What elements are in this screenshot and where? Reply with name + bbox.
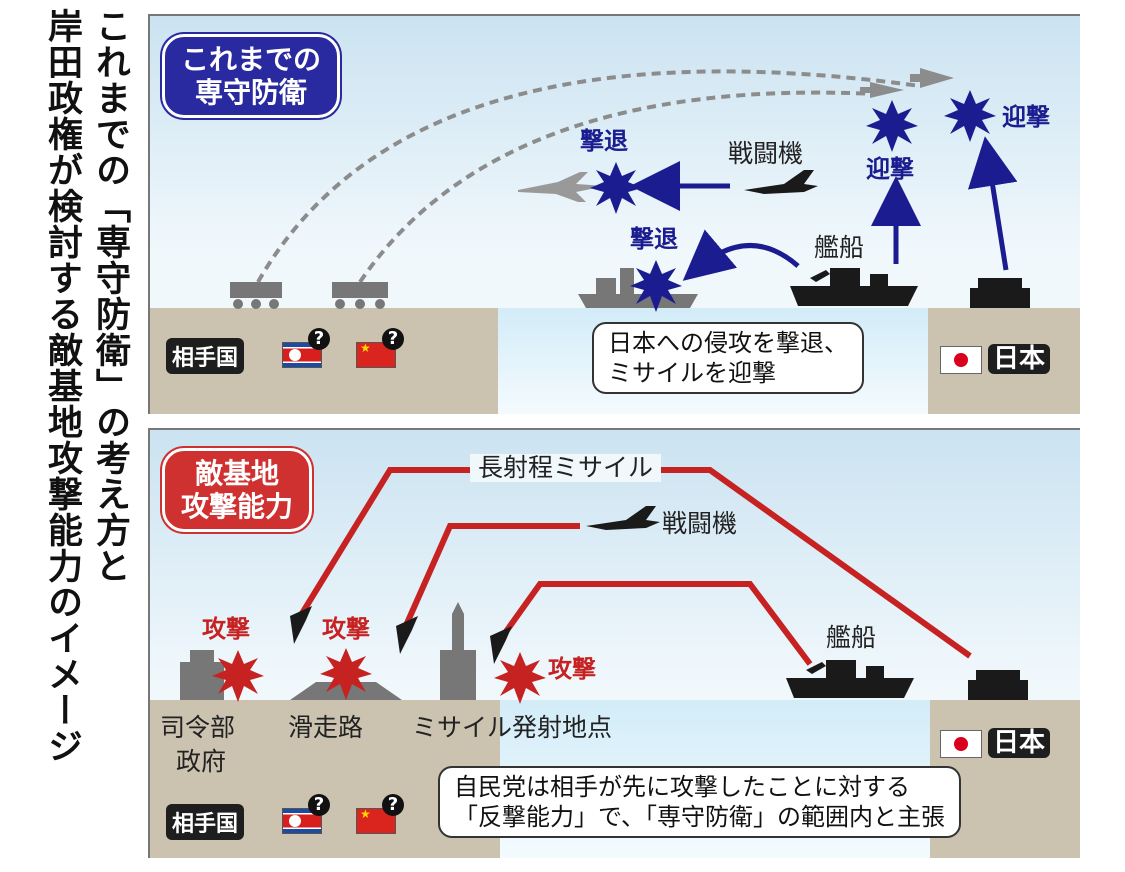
- china-flag-icon: [356, 807, 396, 834]
- warship-icon: [786, 660, 914, 698]
- hq-building-icon: [180, 650, 224, 700]
- repel-arrow: [682, 229, 800, 281]
- label-attack-runway: 攻撃: [322, 615, 370, 643]
- callout-line-1: 自民党は相手が先に攻撃したことに対する: [454, 773, 910, 801]
- label-repel-sea: 撃退: [630, 225, 678, 253]
- callout-repel-intercept: 日本への侵攻を撃退、 ミサイルを迎撃: [592, 322, 864, 394]
- exclusive-defense-panel: これまでの 専守防衛 撃退 戦闘機 迎撃 迎撃 撃退 艦船 相手国 ? ? 日本…: [148, 14, 1080, 414]
- callout-line-1: 日本への侵攻を撃退、: [608, 329, 848, 357]
- top-scene-illustration: [230, 68, 1030, 312]
- label-repel-air: 撃退: [580, 127, 628, 155]
- exclusive-defense-heading: これまでの 専守防衛: [162, 34, 341, 119]
- fighter-jet-icon: [586, 506, 660, 530]
- label-attack-hq: 攻撃: [202, 615, 250, 643]
- missile-icon: [860, 82, 904, 98]
- label-fighter: 戦闘機: [662, 509, 738, 538]
- warship-icon: [790, 268, 918, 306]
- explosion-icon: [630, 260, 682, 312]
- japan-tag-label: 日本: [988, 728, 1051, 758]
- land-defense-icon: [970, 278, 1030, 308]
- heading-line-1: これまでの: [181, 43, 322, 76]
- label-launch-site: ミサイル発射地点: [412, 713, 613, 742]
- question-icon: ?: [308, 794, 330, 816]
- title-line-1: これまでの「専守防衛」の考え方と: [90, 8, 130, 584]
- label-government: 政府: [176, 747, 227, 776]
- japan-flag-icon: [940, 729, 982, 758]
- japan-tag-label: 日本: [988, 344, 1051, 374]
- missile-trail-2: [358, 90, 876, 284]
- enemy-country-tag: 相手国: [166, 804, 245, 840]
- title-line-2: 岸田政権が検討する敵基地攻撃能力のイメージ: [42, 8, 82, 764]
- explosion-icon: [320, 648, 372, 700]
- label-hq: 司令部: [160, 713, 236, 742]
- explosion-icon: [590, 162, 642, 214]
- missile-launcher-icon: [230, 282, 282, 309]
- heading-line-2: 攻撃能力: [181, 490, 294, 524]
- label-attack-launch-site: 攻撃: [548, 655, 596, 683]
- japan-flag-icon: [940, 345, 982, 374]
- fighter-route: [401, 523, 580, 632]
- intercept-arrow: [967, 136, 1018, 271]
- heading-line-2: 専守防衛: [195, 76, 308, 110]
- ship-missile-route: [497, 581, 813, 666]
- label-warship: 艦船: [814, 233, 865, 262]
- land-defense-icon: [968, 670, 1028, 700]
- enemy-country-tag: 相手国: [166, 338, 245, 374]
- explosion-icon: [866, 100, 918, 152]
- label-fighter: 戦闘機: [728, 139, 804, 168]
- missile-icon: [290, 606, 312, 644]
- enemy-fighter-icon: [518, 172, 606, 202]
- explosion-icon: [212, 650, 264, 702]
- explosion-icon: [494, 652, 546, 704]
- question-icon: ?: [308, 328, 330, 350]
- missile-launcher-icon: [332, 282, 388, 309]
- missile-tower-icon: [440, 602, 476, 700]
- label-long-range-missile: 長射程ミサイル: [470, 454, 662, 482]
- missile-icon: [910, 68, 954, 88]
- label-warship: 艦船: [826, 623, 877, 652]
- question-icon: ?: [382, 328, 404, 350]
- japan-tag: 日本: [940, 338, 1051, 375]
- label-intercept-land: 迎撃: [1002, 103, 1050, 131]
- heading-line-1: 敵基地: [195, 457, 280, 490]
- explosion-icon: [944, 90, 996, 142]
- missile-icon: [490, 626, 512, 664]
- missile-icon: [396, 616, 418, 654]
- label-runway: 滑走路: [288, 713, 364, 742]
- counterstrike-heading: 敵基地 攻撃能力: [162, 448, 313, 533]
- callout-line-2: 「反撃能力」で、「専守防衛」の範囲内と主張: [454, 803, 946, 831]
- callout-ldp-claim: 自民党は相手が先に攻撃したことに対する 「反撃能力」で、「専守防衛」の範囲内と主…: [438, 766, 962, 838]
- label-intercept-ship: 迎撃: [866, 155, 914, 183]
- fighter-jet-icon: [744, 170, 818, 194]
- counterstrike-panel: 敵基地 攻撃能力 長射程ミサイル 戦闘機 攻撃 攻撃 攻撃 艦船 司令部 政府 …: [148, 428, 1080, 858]
- question-icon: ?: [382, 794, 404, 816]
- japan-tag: 日本: [940, 722, 1051, 759]
- callout-line-2: ミサイルを迎撃: [608, 359, 776, 387]
